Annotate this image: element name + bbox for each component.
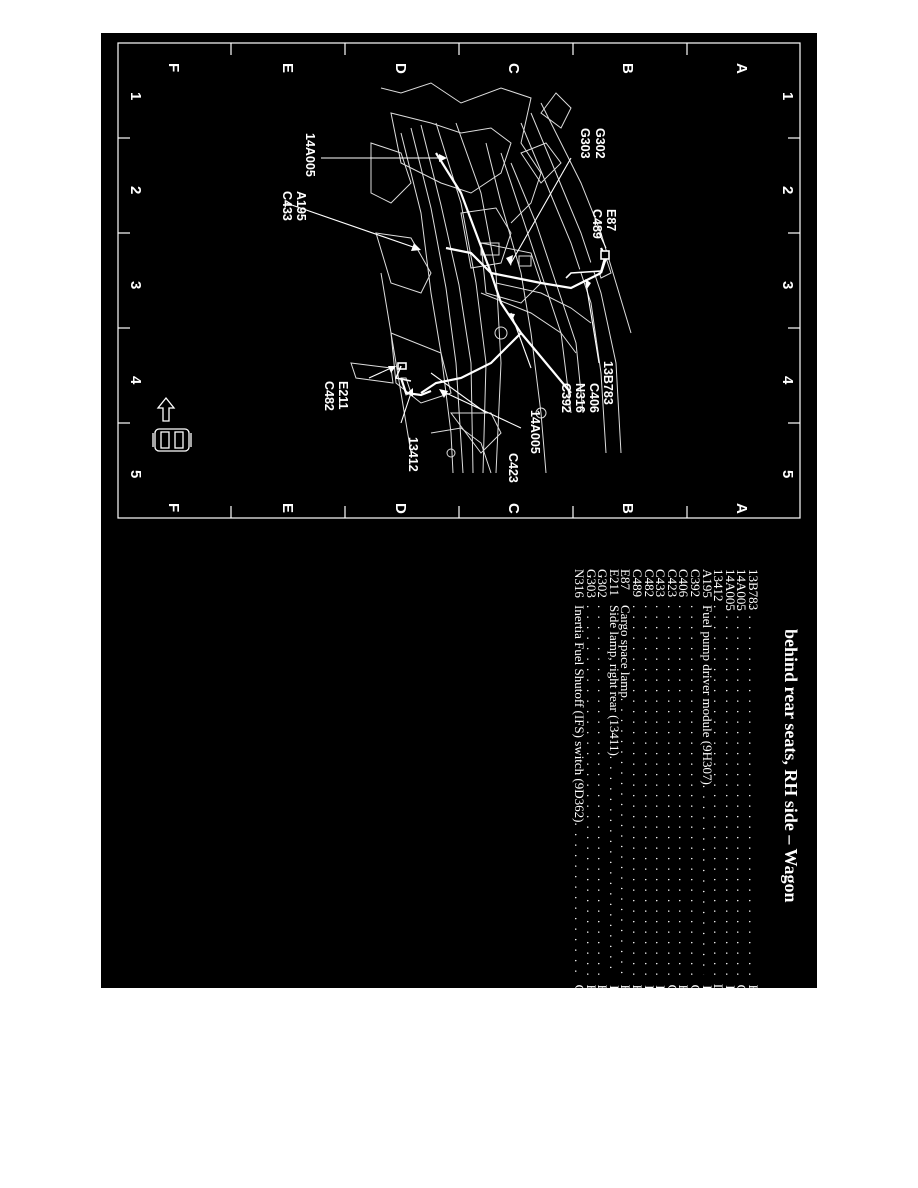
label-c406: C406 — [587, 383, 601, 413]
grid-letter-a-bottom: A — [733, 503, 750, 514]
grid-numbers-left: 1 2 3 4 5 — [127, 92, 144, 478]
grid-letter-c: C — [505, 63, 522, 74]
arrowheads — [388, 154, 591, 398]
label-13412: 13412 — [406, 437, 420, 472]
grid-letter-f: F — [165, 63, 182, 72]
grid-number-1: 1 — [779, 92, 796, 100]
grid-letters-top: A B C D E F — [165, 63, 750, 74]
wiring-harness — [399, 152, 608, 397]
grid-number-4-left: 4 — [127, 376, 144, 385]
legend-leader-dots: . . . . . . . . . . . . . . . . . . . . … — [571, 822, 587, 975]
label-c392: C392 — [559, 383, 573, 413]
grid-number-1-left: 1 — [127, 92, 144, 100]
label-c489: C489 — [590, 209, 604, 239]
label-c433: C433 — [280, 191, 294, 221]
legend-title: behind rear seats, RH side – Wagon — [781, 629, 801, 903]
grid-letter-f-bottom: F — [165, 503, 182, 512]
label-g303: G303 — [578, 128, 592, 159]
label-n316: N316 — [573, 383, 587, 413]
grid-letter-b: B — [619, 63, 636, 74]
label-14a005-bottom: 14A005 — [528, 410, 542, 454]
vehicle-body-illustration — [350, 82, 632, 474]
callout-labels: G302 G303 14A005 E87 C489 A195 C433 13B7… — [280, 128, 618, 483]
grid-frame — [117, 42, 801, 519]
label-e211: E211 — [336, 381, 350, 410]
grid-number-5: 5 — [779, 470, 796, 478]
grid-number-3: 3 — [779, 281, 796, 289]
vehicle-orientation-icon — [152, 396, 192, 452]
label-a195: A195 — [294, 191, 308, 221]
component-legend: behind rear seats, RH side – Wagon 13B78… — [481, 569, 801, 988]
grid-letter-e-bottom: E — [279, 503, 296, 513]
grid-letter-d-bottom: D — [392, 503, 409, 514]
grid-letter-e: E — [279, 63, 296, 73]
component-location-diagram: A B C D E F A B C D E F 1 2 3 4 5 1 2 3 … — [117, 42, 801, 519]
grid-number-3-left: 3 — [127, 281, 144, 289]
grid-letters-bottom: A B C D E F — [165, 503, 750, 514]
legend-code: N316 — [572, 569, 587, 598]
label-g302: G302 — [593, 128, 607, 159]
grid-number-5-left: 5 — [127, 470, 144, 478]
grid-letter-c-bottom: C — [505, 503, 522, 514]
grid-number-2-left: 2 — [127, 186, 144, 194]
grid-number-2: 2 — [779, 186, 796, 194]
legend-grid-location: C 4 — [571, 975, 587, 988]
label-14a005-top: 14A005 — [303, 133, 317, 177]
grid-numbers-right: 1 2 3 4 5 — [779, 92, 796, 478]
wiring-diagram-plate: A B C D E F A B C D E F 1 2 3 4 5 1 2 3 … — [101, 33, 817, 988]
grid-letter-d: D — [392, 63, 409, 74]
leader-lines — [285, 157, 607, 429]
label-13b783: 13B783 — [601, 361, 615, 405]
grid-number-4: 4 — [779, 376, 796, 385]
e211-lamp — [394, 362, 412, 382]
grid-letter-a: A — [733, 63, 750, 74]
grid-letter-b-bottom: B — [619, 503, 636, 514]
e87-lamp — [565, 250, 610, 279]
legend-description: Inertia Fuel Shutoff (IFS) switch (9D362… — [572, 605, 587, 823]
label-c482: C482 — [322, 381, 336, 411]
label-e87: E87 — [604, 209, 618, 231]
grid-ticks — [118, 43, 800, 518]
label-c423: C423 — [506, 453, 520, 483]
